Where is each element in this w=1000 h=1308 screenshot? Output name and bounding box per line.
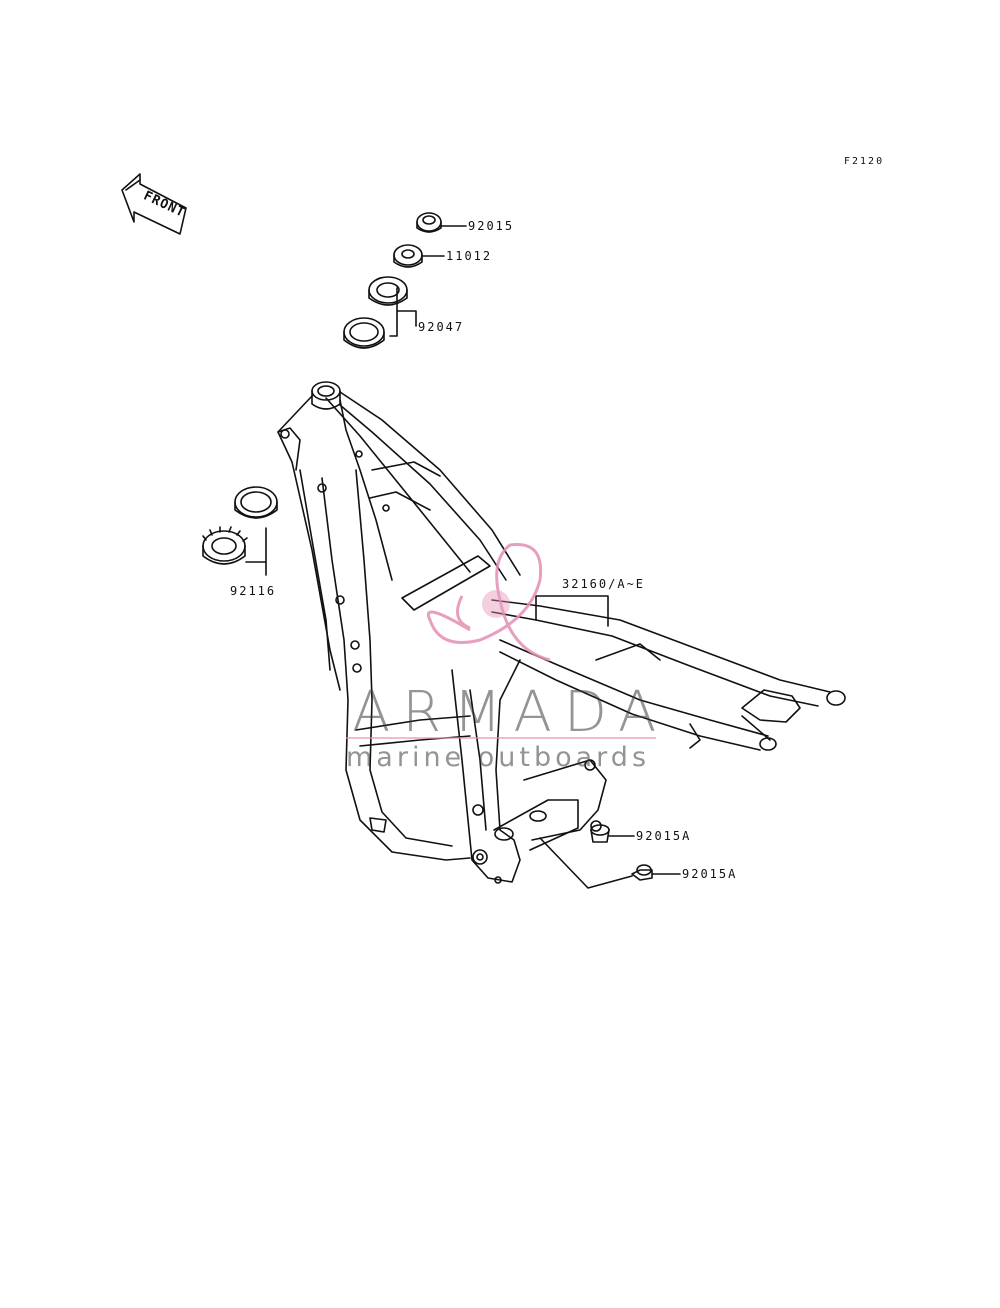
washer-part (393, 244, 423, 268)
bearing-lower-part (343, 317, 385, 349)
motorcycle-frame (277, 381, 846, 884)
plug-bolt-lower-part (631, 864, 653, 881)
bearing-upper-part (368, 276, 408, 306)
part-label-92047[interactable]: 92047 (418, 320, 465, 334)
diagram-code: F2120 (844, 156, 885, 167)
part-label-92116[interactable]: 92116 (230, 584, 277, 598)
watermark-logo (427, 542, 551, 662)
part-label-32160[interactable]: 32160/A~E (562, 577, 646, 591)
watermark-tagline: marine outboards (346, 742, 651, 773)
front-arrow-icon: FRONT (121, 173, 187, 235)
watermark-brand: ARMADA (352, 680, 669, 745)
part-label-92015a-lower[interactable]: 92015A (682, 867, 738, 881)
stem-nut-part (416, 212, 442, 233)
plug-bolt-upper-part (590, 824, 610, 843)
seal-ring-part (234, 486, 278, 519)
part-label-92015a-upper[interactable]: 92015A (636, 829, 692, 843)
front-arrow-label: FRONT (141, 189, 187, 221)
part-label-92015[interactable]: 92015 (468, 219, 515, 233)
lock-nut-part (202, 526, 248, 565)
part-label-11012[interactable]: 11012 (446, 249, 493, 263)
